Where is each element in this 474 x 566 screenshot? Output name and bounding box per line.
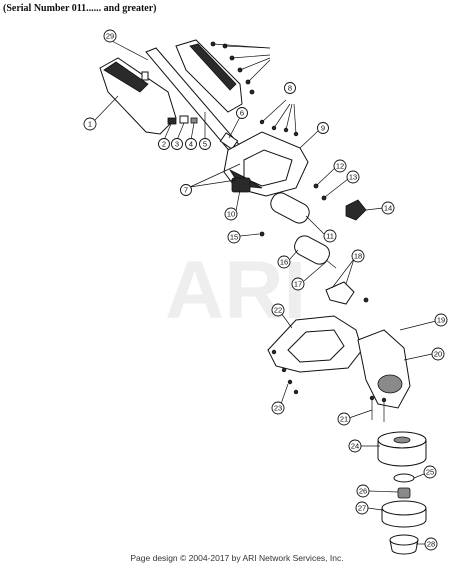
washer xyxy=(393,473,415,483)
svg-text:25: 25 xyxy=(426,468,434,477)
callout-2: 2 xyxy=(158,138,170,150)
handle-grip-shading xyxy=(103,61,149,93)
callout-11: 11 xyxy=(323,229,337,243)
svg-text:13: 13 xyxy=(349,173,357,182)
svg-text:1: 1 xyxy=(88,120,92,129)
bump-knob-body xyxy=(389,539,419,555)
svg-text:18: 18 xyxy=(354,252,362,261)
callout-23: 23 xyxy=(271,401,285,415)
motor-bracket xyxy=(325,281,355,305)
callout-8: 8 xyxy=(284,82,296,94)
gearhead-housing xyxy=(357,329,411,409)
spool-housing-body xyxy=(377,439,427,467)
svg-text:10: 10 xyxy=(227,210,235,219)
svg-text:7: 7 xyxy=(184,186,188,195)
svg-text:21: 21 xyxy=(340,415,348,424)
callout-1: 1 xyxy=(83,117,97,131)
callout-26: 26 xyxy=(356,484,370,498)
callout-21: 21 xyxy=(337,412,351,426)
svg-text:19: 19 xyxy=(437,316,445,325)
svg-text:26: 26 xyxy=(359,487,367,496)
callout-5: 5 xyxy=(199,138,211,150)
callout-16: 16 xyxy=(277,255,291,269)
svg-text:22: 22 xyxy=(274,306,282,315)
shaft-collar xyxy=(219,132,239,150)
motor-spindle xyxy=(325,259,337,269)
callout-6: 6 xyxy=(236,107,248,119)
callout-10: 10 xyxy=(224,207,238,221)
svg-text:9: 9 xyxy=(321,124,325,133)
gearhead-face xyxy=(377,374,403,394)
switch-part-4 xyxy=(190,117,198,124)
svg-text:14: 14 xyxy=(384,204,392,213)
callout-20: 20 xyxy=(431,347,445,361)
svg-text:11: 11 xyxy=(326,232,334,241)
callout-7: 7 xyxy=(180,184,192,196)
bracket-screw xyxy=(363,297,369,303)
svg-text:12: 12 xyxy=(336,162,344,171)
trigger-housing-shading xyxy=(189,43,237,91)
callout-19: 19 xyxy=(434,313,448,327)
callout-14: 14 xyxy=(381,201,395,215)
copyright-footer: Page design © 2004-2017 by ARI Network S… xyxy=(130,553,344,563)
gearhead-screws xyxy=(369,395,387,422)
svg-text:15: 15 xyxy=(230,233,238,242)
callout-28: 28 xyxy=(424,537,438,551)
svg-text:4: 4 xyxy=(189,140,193,149)
callout-25: 25 xyxy=(423,465,437,479)
svg-text:24: 24 xyxy=(351,442,359,451)
line-spool-body xyxy=(381,507,427,528)
svg-text:28: 28 xyxy=(427,540,435,549)
mid-screws xyxy=(259,99,299,137)
switch-part-5 xyxy=(141,71,149,81)
switch-part-3 xyxy=(179,115,189,124)
svg-text:8: 8 xyxy=(288,84,292,93)
spring xyxy=(397,487,411,499)
callout-leaders xyxy=(94,39,437,545)
callout-4: 4 xyxy=(185,138,197,150)
callout-18: 18 xyxy=(351,249,365,263)
svg-text:3: 3 xyxy=(175,140,179,149)
callout-29: 29 xyxy=(103,29,117,43)
callout-24: 24 xyxy=(348,439,362,453)
serial-number-header: (Serial Number 011...... and greater) xyxy=(3,3,157,14)
svg-text:23: 23 xyxy=(274,404,282,413)
callout-9: 9 xyxy=(317,122,329,134)
svg-text:20: 20 xyxy=(434,350,442,359)
callout-12: 12 xyxy=(333,159,347,173)
callout-17: 17 xyxy=(291,277,305,291)
spool-hub xyxy=(393,436,411,444)
svg-text:29: 29 xyxy=(106,32,114,41)
callout-22: 22 xyxy=(271,303,285,317)
top-screws xyxy=(210,41,271,95)
small-screw-15 xyxy=(259,231,265,237)
callout-3: 3 xyxy=(171,138,183,150)
lock-knob xyxy=(345,199,367,221)
callout-27: 27 xyxy=(355,501,369,515)
svg-text:6: 6 xyxy=(240,109,244,118)
svg-text:27: 27 xyxy=(358,504,366,513)
motor-cylinder xyxy=(270,192,310,224)
svg-text:17: 17 xyxy=(294,280,302,289)
svg-text:2: 2 xyxy=(162,140,166,149)
callout-13: 13 xyxy=(346,170,360,184)
svg-text:16: 16 xyxy=(280,258,288,267)
switch-part-2 xyxy=(167,117,177,125)
guard-inner xyxy=(287,329,345,363)
trigger-housing xyxy=(175,39,243,113)
guard-screws xyxy=(271,349,299,395)
motor-body xyxy=(294,235,330,265)
callout-15: 15 xyxy=(227,230,241,244)
svg-text:5: 5 xyxy=(203,140,207,149)
housing-clip-10 xyxy=(231,177,251,193)
